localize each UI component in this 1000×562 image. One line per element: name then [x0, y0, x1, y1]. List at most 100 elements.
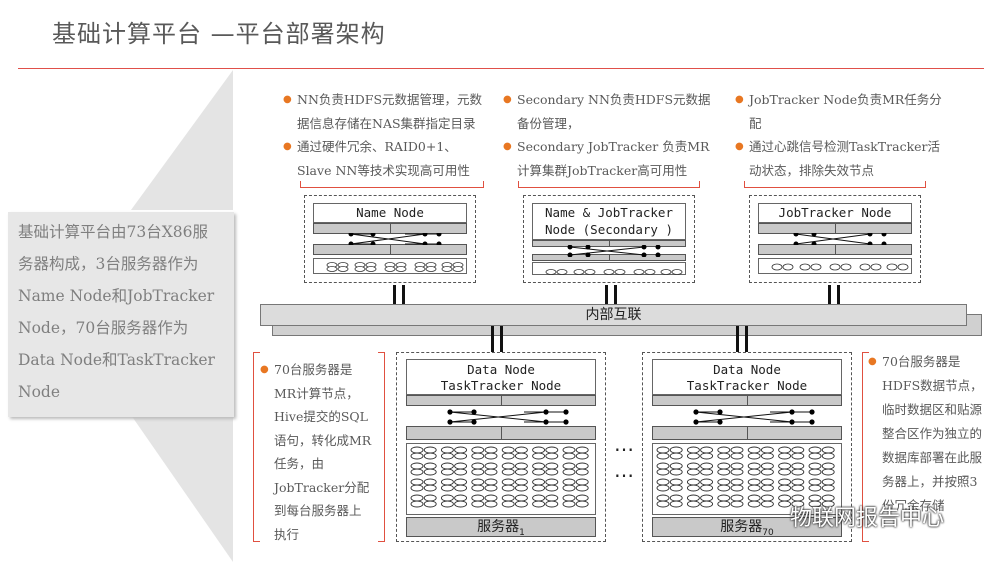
datanode-label-line: Data Node: [713, 362, 781, 377]
switch-bar: [758, 223, 912, 234]
disk-icon: [730, 446, 744, 460]
disk-icon: [778, 462, 792, 476]
disk-icon: [410, 478, 424, 492]
disk-icon: [778, 494, 792, 508]
disk-icon: [669, 478, 683, 492]
disk-icon: [454, 494, 468, 508]
switch-bar: [652, 426, 842, 440]
switch-bar: [532, 254, 686, 261]
link-line: [837, 285, 840, 305]
disk-icon: [778, 446, 792, 460]
disk-icon: [760, 462, 774, 476]
disk-icon: [514, 446, 528, 460]
disk-icon: [686, 462, 700, 476]
disk-icon: [747, 446, 761, 460]
note-text: 通过心跳信号检测TaskTracker活动状态，排除失效节点: [749, 139, 941, 178]
disk-icon: [440, 478, 454, 492]
ellipsis-icon: …: [614, 458, 634, 482]
disk-icon: [562, 478, 576, 492]
server-index: 1: [519, 527, 525, 538]
disk-icon: [471, 494, 485, 508]
disk-icon: [717, 462, 731, 476]
datanode-label-line: Data Node: [467, 362, 535, 377]
disk-icon: [808, 494, 822, 508]
link-line: [736, 326, 739, 352]
disk-icon: [545, 446, 559, 460]
note-text: Secondary JobTracker 负责MR计算集群JobTracker高…: [517, 139, 710, 178]
datanode-label: Data Node TaskTracker Node: [406, 359, 596, 395]
link-line: [500, 326, 503, 352]
disk-icon: [669, 446, 683, 460]
disk-icon: [778, 478, 792, 492]
datanode-label-line: TaskTracker Node: [440, 378, 562, 393]
disk-icon: [747, 494, 761, 508]
disk-icon: [791, 462, 805, 476]
disk-icon: [656, 462, 670, 476]
disk-icon: [440, 494, 454, 508]
disk-icon: [501, 494, 515, 508]
disk-icon: [501, 478, 515, 492]
secondary-node-label: Name & JobTracker Node (Secondary ): [532, 203, 686, 240]
crossbar-icon: [693, 409, 815, 425]
disk-icon: [410, 446, 424, 460]
disk-icon: [532, 478, 546, 492]
disk-icon: [471, 462, 485, 476]
disk-icons: [326, 262, 464, 272]
disk-icons: [771, 263, 909, 271]
secondary-node-frame: Name & JobTracker Node (Secondary ): [523, 195, 695, 283]
note-bracket: [744, 181, 926, 188]
disk-icon: [575, 446, 589, 460]
disk-icon: [575, 478, 589, 492]
disk-icon: [410, 462, 424, 476]
disk-icon: [686, 446, 700, 460]
link-line: [614, 285, 617, 305]
datanode-label: Data Node TaskTracker Node: [652, 359, 842, 395]
switch-bar: [406, 395, 596, 406]
switch-bar: [313, 244, 467, 255]
disk-array: [758, 258, 912, 274]
switch-bar: [406, 426, 596, 440]
link-line: [828, 285, 831, 305]
disk-icon: [656, 478, 670, 492]
switch-bar: [313, 223, 467, 234]
disk-icon: [545, 494, 559, 508]
summary-line: Node: [18, 383, 60, 401]
disk-array: [532, 262, 686, 275]
disk-icon: [730, 494, 744, 508]
secondary-label-line: Name & JobTracker: [545, 205, 673, 220]
disk-icon: [562, 462, 576, 476]
summary-line: Node，70台服务器作为: [18, 319, 189, 337]
disk-icon: [575, 462, 589, 476]
disk-icon: [656, 494, 670, 508]
datanode-right-note: ●70台服务器是HDFS数据节点，临时数据区和贴源整合区作为独立的数据库部署在此…: [868, 350, 986, 518]
disk-icon: [821, 478, 835, 492]
disk-icon: [700, 446, 714, 460]
disk-icon: [700, 462, 714, 476]
disk-grid-icon: [656, 446, 835, 508]
disk-icon: [471, 446, 485, 460]
datanode-frame-70: Data Node TaskTracker Node 服务器70: [642, 352, 852, 542]
summary-line: 基础计算平台由73台X86服: [18, 223, 208, 241]
server-label-1: 服务器1: [406, 517, 596, 538]
secondary-notes: ●Secondary NN负责HDFS元数据备份管理， ●Secondary J…: [503, 88, 713, 182]
disk-icon: [562, 446, 576, 460]
disk-icon: [532, 446, 546, 460]
disk-array: [406, 443, 596, 515]
note-text: JobTracker Node负责MR任务分配: [749, 92, 942, 131]
left-arrow-graphic: [131, 70, 233, 562]
watermark: 物联网报告中心: [790, 506, 945, 531]
note-text: Secondary NN负责HDFS元数据备份管理，: [517, 92, 711, 131]
server-label-70: 服务器70: [652, 517, 842, 538]
disk-icon: [575, 494, 589, 508]
disk-icon: [423, 462, 437, 476]
disk-icon: [821, 494, 835, 508]
disk-array: [313, 258, 467, 274]
bullet-icon: ●: [735, 141, 744, 152]
disk-icon: [423, 494, 437, 508]
summary-line: 务器构成，3台服务器作为: [18, 255, 199, 273]
disk-icon: [454, 446, 468, 460]
bullet-icon: ●: [503, 94, 512, 105]
datanode-frame-1: Data Node TaskTracker Node 服务器1: [396, 352, 606, 542]
disk-icon: [700, 478, 714, 492]
disk-icon: [484, 462, 498, 476]
